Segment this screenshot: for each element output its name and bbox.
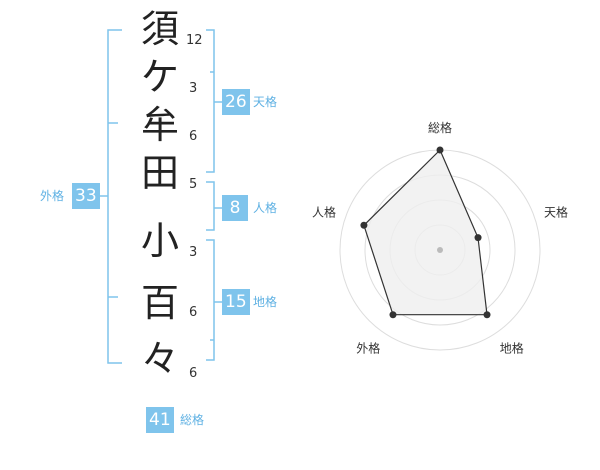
- gaikaku-label: 外格: [40, 189, 65, 203]
- surname-char-1: 須: [140, 7, 179, 51]
- given-strokes-3: 6: [189, 366, 198, 381]
- given-char-2: 百: [140, 281, 179, 325]
- jinkaku-badge: 8: [222, 195, 248, 221]
- radar-area: [363, 148, 488, 316]
- radar-axis-label-2: 天格: [544, 204, 568, 219]
- surname-strokes-3: 6: [189, 129, 198, 144]
- given-strokes-1: 3: [189, 245, 198, 260]
- radar-point-5: [360, 221, 368, 229]
- surname-strokes-1: 12: [186, 33, 203, 48]
- radar-axis-label-1: 総格: [428, 120, 452, 135]
- radar-point-3: [483, 311, 491, 319]
- tenkaku-label: 天格: [253, 95, 278, 109]
- soukaku-badge: 41: [146, 407, 174, 433]
- jinkaku-label: 人格: [253, 201, 278, 215]
- chikaku-label: 地格: [253, 295, 278, 309]
- tenkaku-badge: 26: [222, 89, 250, 115]
- surname-char-2: ケ: [140, 55, 179, 99]
- radar-axis-label-4: 外格: [356, 341, 380, 356]
- soukaku-label: 総格: [180, 413, 205, 427]
- chikaku-badge: 15: [222, 289, 250, 315]
- gaikaku-badge: 33: [72, 183, 100, 209]
- surname-char-4: 田: [140, 151, 179, 195]
- surname-strokes-2: 3: [189, 81, 198, 96]
- radar-center-dot: [437, 247, 443, 253]
- radar-point-1: [436, 146, 444, 154]
- radar-point-4: [389, 311, 397, 319]
- given-char-1: 小: [140, 219, 179, 263]
- surname-char-3: 牟: [140, 103, 179, 147]
- radar-axis-label-5: 人格: [312, 204, 336, 219]
- given-strokes-2: 6: [189, 305, 198, 320]
- radar-point-2: [474, 234, 482, 242]
- radar-axis-label-3: 地格: [500, 341, 524, 356]
- surname-strokes-4: 5: [189, 177, 198, 192]
- given-char-3: 々: [140, 337, 179, 381]
